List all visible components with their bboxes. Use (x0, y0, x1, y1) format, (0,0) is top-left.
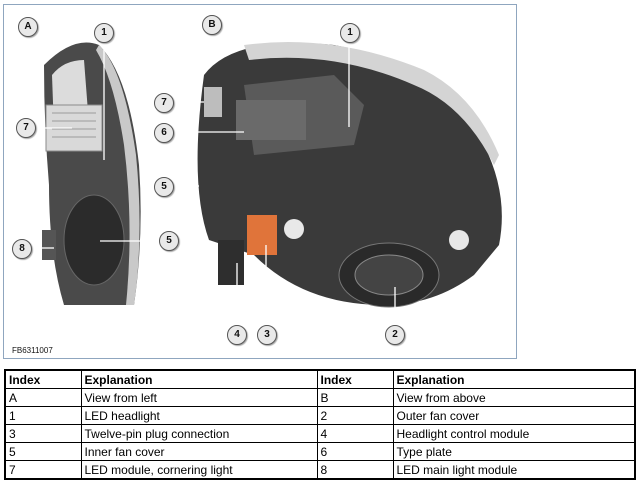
index-cell: 5 (4, 442, 82, 461)
explanation-cell: Type plate (392, 442, 636, 461)
explanation-cell: View from above (392, 388, 636, 407)
leader-lines (41, 41, 396, 325)
callout-2-view-b: 2 (385, 325, 405, 345)
explanation-cell: Outer fan cover (392, 406, 636, 425)
table-row: 1 LED headlight 2 Outer fan cover (4, 406, 636, 425)
figure-id-label: FB6311007 (12, 346, 53, 355)
view-label-a: A (18, 17, 38, 37)
callout-3-view-b: 3 (257, 325, 277, 345)
callout-5-view-a: 5 (159, 231, 179, 251)
index-cell: 3 (4, 424, 82, 443)
callout-8-view-a: 8 (12, 239, 32, 259)
index-cell: 7 (4, 460, 82, 480)
headlight-illustration (41, 41, 502, 325)
callout-6-view-b: 6 (154, 123, 174, 143)
header-index-left: Index (4, 369, 82, 389)
explanation-cell: Twelve-pin plug connection (80, 424, 318, 443)
legend-header-row: Index Explanation Index Explanation (4, 369, 636, 389)
view-label-b: B (202, 15, 222, 35)
index-cell: 6 (316, 442, 394, 461)
legend-table: Index Explanation Index Explanation A Vi… (4, 369, 636, 480)
table-row: 7 LED module, cornering light 8 LED main… (4, 460, 636, 480)
explanation-cell: LED module, cornering light (80, 460, 318, 480)
explanation-cell: LED main light module (392, 460, 636, 480)
header-explanation-right: Explanation (392, 369, 636, 389)
callout-1-view-b: 1 (340, 23, 360, 43)
explanation-cell: Headlight control module (392, 424, 636, 443)
callout-5-view-b: 5 (154, 177, 174, 197)
headlight-view-above (197, 42, 502, 308)
table-row: 3 Twelve-pin plug connection 4 Headlight… (4, 424, 636, 443)
table-row: A View from left B View from above (4, 388, 636, 407)
header-explanation-left: Explanation (80, 369, 318, 389)
callout-1-view-a: 1 (94, 23, 114, 43)
index-cell: 8 (316, 460, 394, 480)
callout-7-view-b: 7 (154, 93, 174, 113)
explanation-cell: View from left (80, 388, 318, 407)
callout-7-view-a: 7 (16, 118, 36, 138)
index-cell: 1 (4, 406, 82, 425)
header-index-right: Index (316, 369, 394, 389)
index-cell: B (316, 388, 394, 407)
index-cell: A (4, 388, 82, 407)
headlight-figure: A B 1 7 7 5 8 1 6 5 4 3 2 FB6311007 (3, 4, 517, 359)
table-row: 5 Inner fan cover 6 Type plate (4, 442, 636, 461)
headlight-view-left (42, 42, 141, 305)
callout-4-view-b: 4 (227, 325, 247, 345)
index-cell: 4 (316, 424, 394, 443)
explanation-cell: Inner fan cover (80, 442, 318, 461)
index-cell: 2 (316, 406, 394, 425)
explanation-cell: LED headlight (80, 406, 318, 425)
